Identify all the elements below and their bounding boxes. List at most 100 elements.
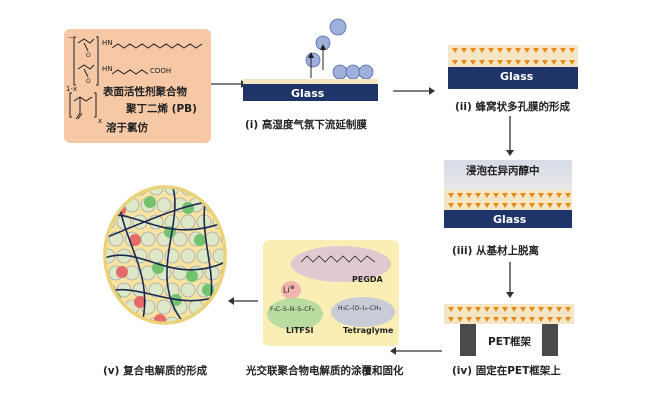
- pore-mark: [484, 193, 490, 198]
- pore-mark: [461, 60, 467, 65]
- pore-mark: [565, 193, 571, 198]
- pore-mark: [457, 193, 463, 198]
- ion-sphere: [154, 314, 166, 323]
- pore-mark: [479, 48, 485, 53]
- glass-label-soak: Glass: [493, 213, 527, 226]
- arrow-to-soak: [506, 116, 514, 156]
- pegda-label: PEGDA: [352, 275, 383, 284]
- pore-mark: [529, 193, 535, 198]
- pore-mark: [457, 307, 463, 312]
- pore-mark: [497, 48, 503, 53]
- pore-mark: [493, 203, 499, 208]
- tetraglyme-label: Tetraglyme: [343, 326, 394, 335]
- pore-mark: [466, 203, 472, 208]
- pore-mark: [547, 317, 553, 322]
- caption-coating: 光交联聚合物电解质的涂覆和固化: [246, 365, 404, 377]
- reagent-label-2: 聚丁二烯 (PB): [126, 103, 197, 115]
- pore-mark: [448, 193, 454, 198]
- pore-mark: [547, 307, 553, 312]
- step-iv-illustration: [444, 304, 574, 356]
- reagent-label-1: 表面活性剂聚合物: [103, 86, 187, 98]
- pore-mark: [547, 203, 553, 208]
- pore-mark: [466, 193, 472, 198]
- pore-cell: [212, 187, 225, 196]
- pore-mark: [457, 203, 463, 208]
- pore-mark: [565, 317, 571, 322]
- polymer-chain: [166, 187, 191, 323]
- pore-mark: [452, 48, 458, 53]
- pore-mark: [484, 203, 490, 208]
- pore-mark: [466, 317, 472, 322]
- pore-mark: [506, 60, 512, 65]
- glass-label-ii: Glass: [500, 70, 534, 83]
- pore-mark: [493, 193, 499, 198]
- caption-step-v: (v) 复合电解质的形成: [103, 365, 208, 377]
- li-label: Li⊕: [283, 284, 295, 295]
- pore-mark: [551, 48, 557, 53]
- electrolyte-components: [267, 246, 395, 330]
- svg-text:O: O: [86, 78, 91, 85]
- pore-mark: [488, 60, 494, 65]
- pore-cell: [180, 248, 196, 264]
- pore-mark: [560, 60, 566, 65]
- chem-nh-top: HN: [102, 39, 113, 47]
- pore-mark: [524, 48, 530, 53]
- pore-mark: [556, 307, 562, 312]
- composite-electrolyte-illustration: [103, 185, 227, 325]
- pore-mark: [520, 203, 526, 208]
- pore-cell: [180, 282, 196, 298]
- pore-cell: [148, 282, 164, 298]
- glass-label-i: Glass: [291, 87, 325, 100]
- pore-mark: [524, 60, 530, 65]
- reagent-label-3: 溶于氯仿: [106, 122, 148, 134]
- pore-mark: [475, 307, 481, 312]
- caption-step-iii: (iii) 从基材上脱离: [452, 245, 540, 257]
- pore-cell: [172, 231, 188, 247]
- step-i-illustration: [243, 18, 378, 101]
- ion-sphere: [116, 266, 128, 278]
- pore-mark: [547, 193, 553, 198]
- pore-mark: [470, 60, 476, 65]
- pore-mark: [538, 203, 544, 208]
- arrow-to-composite: [228, 297, 258, 305]
- pore-cell: [220, 197, 225, 213]
- pore-mark: [511, 193, 517, 198]
- pore-cell: [196, 187, 212, 196]
- pore-mark: [560, 48, 566, 53]
- pore-mark: [569, 48, 575, 53]
- pore-mark: [538, 193, 544, 198]
- litfsi-label: LiTFSI: [286, 326, 314, 335]
- pore-mark: [475, 193, 481, 198]
- pore-mark: [475, 203, 481, 208]
- pore-cell: [105, 187, 116, 196]
- svg-text:—: —: [68, 34, 74, 41]
- ion-sphere: [186, 270, 198, 282]
- arrow-to-step-iv: [506, 262, 514, 298]
- pore-mark: [488, 48, 494, 53]
- pore-mark: [479, 60, 485, 65]
- pore-cell: [156, 197, 172, 213]
- pore-mark: [538, 307, 544, 312]
- pore-mark: [448, 307, 454, 312]
- pore-mark: [448, 317, 454, 322]
- caption-step-i: (i) 高湿度气氛下流延制膜: [245, 119, 367, 131]
- pore-cell: [140, 231, 156, 247]
- reagent-box: [64, 29, 211, 143]
- soak-illustration: [444, 160, 572, 228]
- pore-mark: [520, 317, 526, 322]
- pore-mark: [457, 317, 463, 322]
- pore-mark: [502, 203, 508, 208]
- pore-mark: [448, 203, 454, 208]
- pore-cell: [196, 316, 212, 323]
- pore-mark: [502, 193, 508, 198]
- pore-cell: [180, 214, 196, 230]
- ion-sphere: [134, 296, 146, 308]
- pore-mark: [538, 317, 544, 322]
- caption-step-iv: (iv) 固定在PET框架上: [452, 365, 561, 377]
- caption-step-ii: (ii) 蜂窝状多孔膜的形成: [455, 101, 570, 113]
- ion-sphere: [144, 196, 156, 208]
- pore-mark: [515, 60, 521, 65]
- pore-mark: [466, 307, 472, 312]
- pore-mark: [493, 307, 499, 312]
- pore-mark: [484, 317, 490, 322]
